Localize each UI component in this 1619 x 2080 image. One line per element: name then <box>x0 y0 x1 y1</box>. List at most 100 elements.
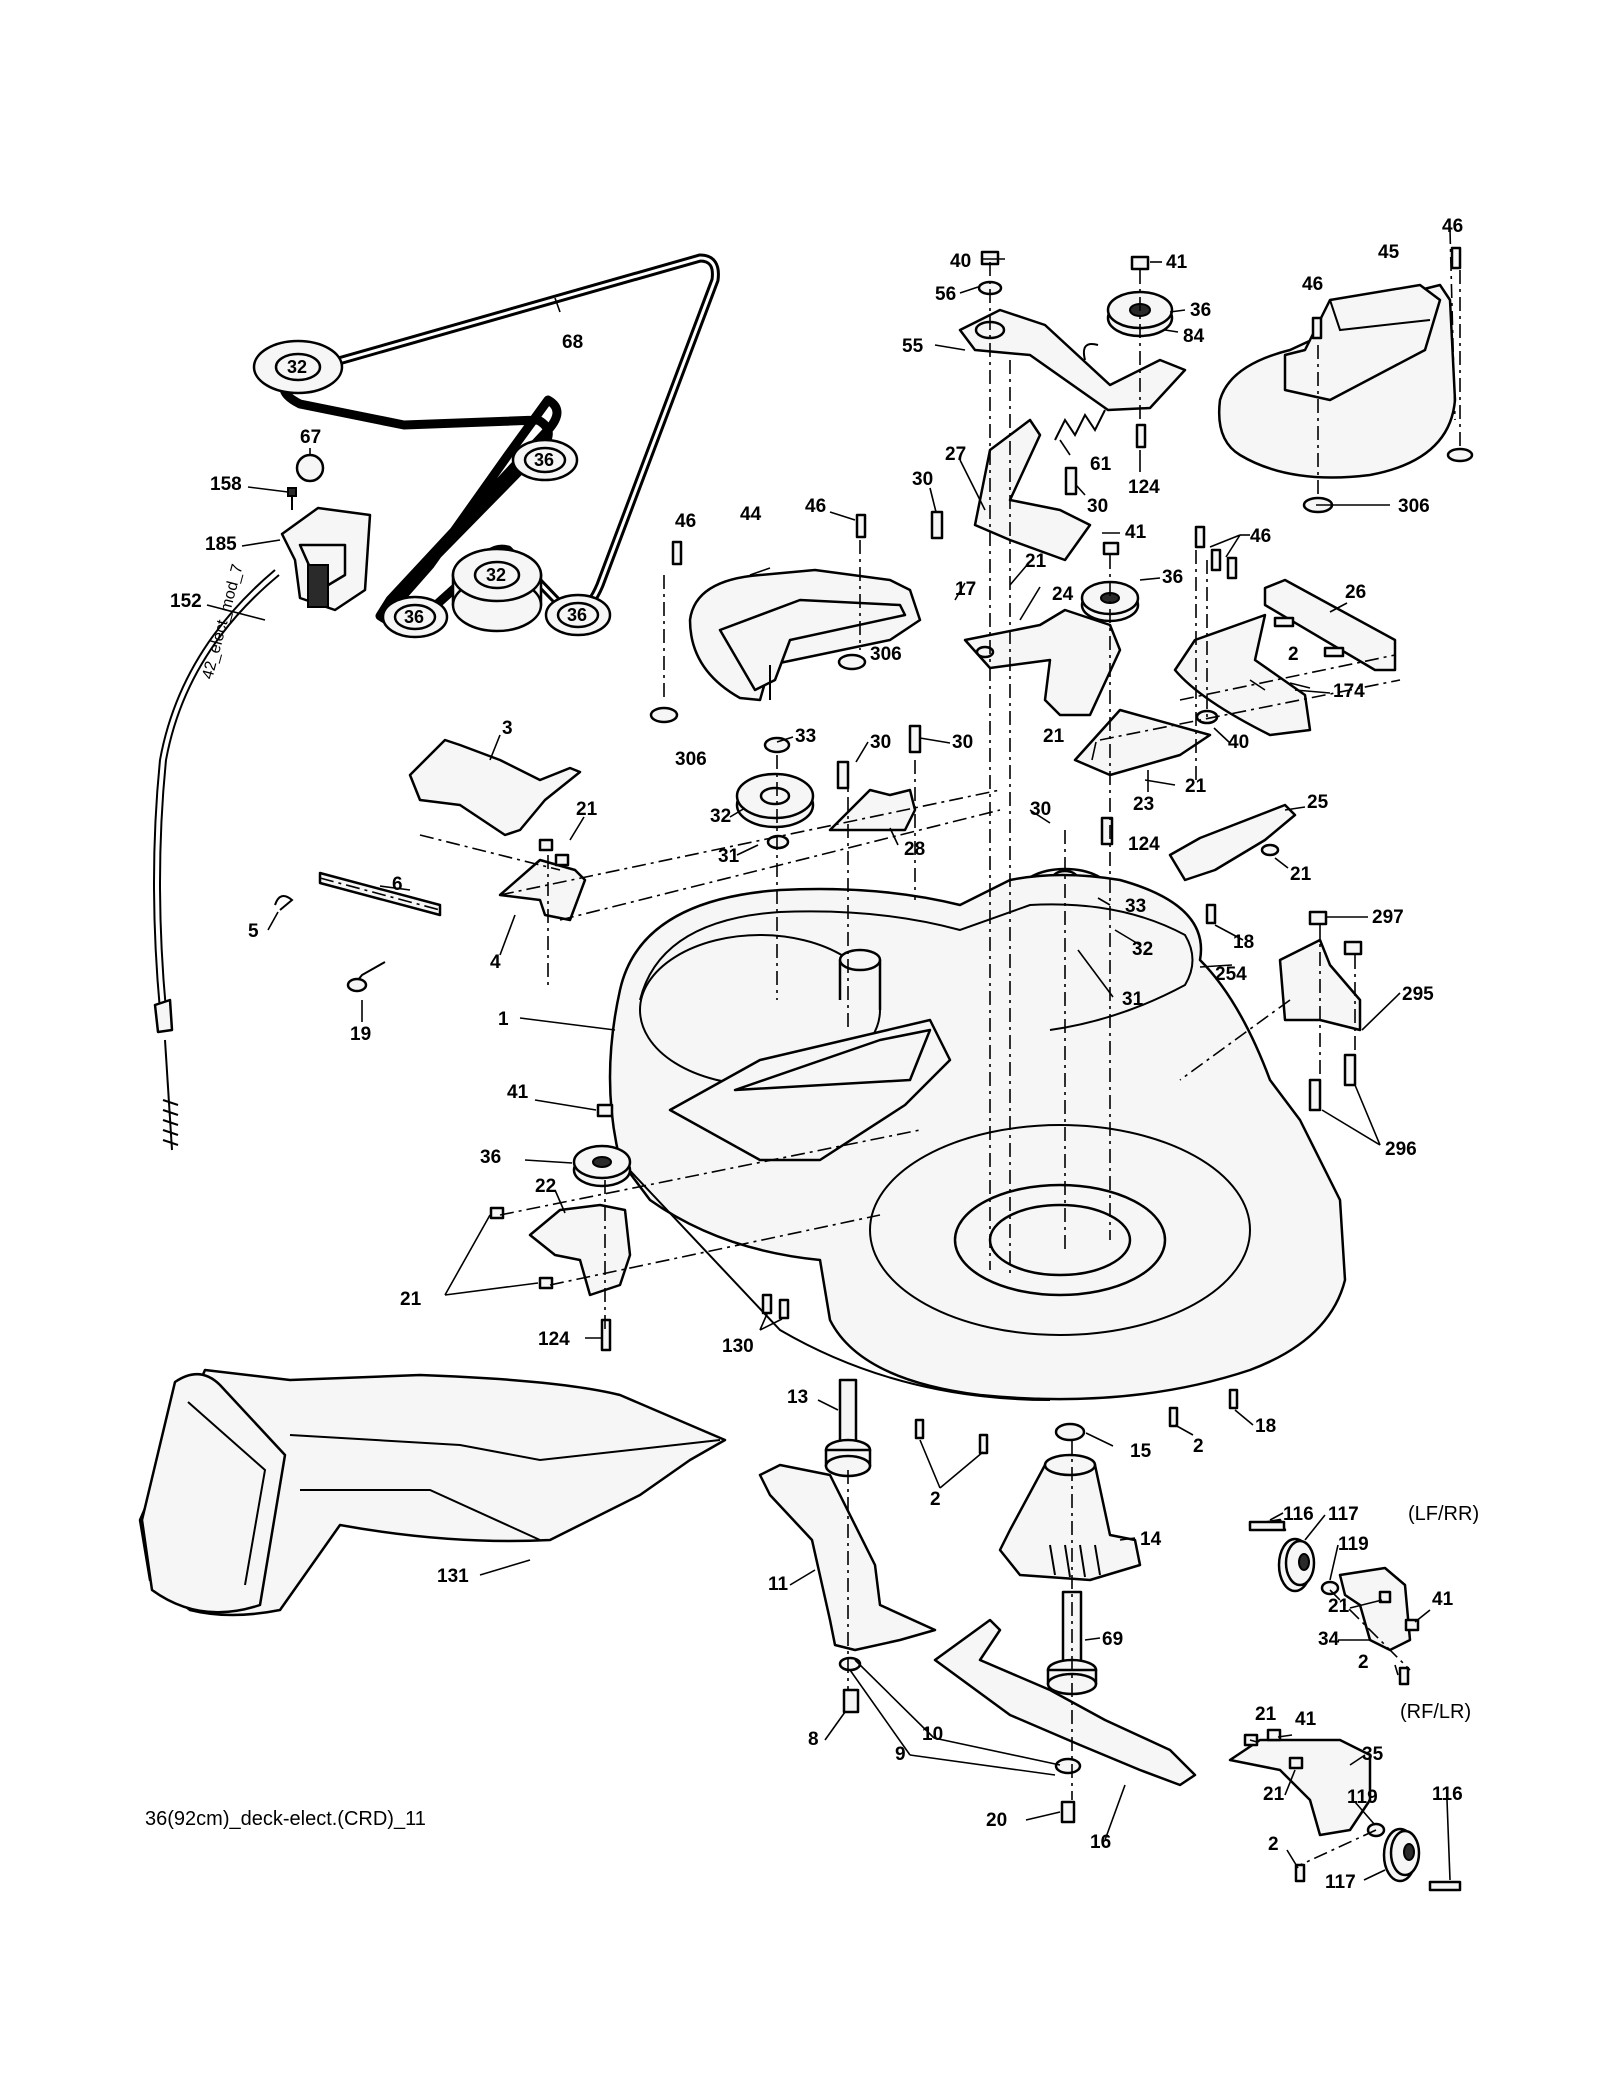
part-label: 21 <box>1255 1704 1277 1725</box>
part-label: 20 <box>986 1810 1007 1831</box>
bracket-26 <box>1263 578 1397 672</box>
bolts-296 <box>1308 1053 1357 1112</box>
knob-67 <box>295 453 325 483</box>
bearing-15 <box>1054 1422 1086 1442</box>
part-label: 30 <box>952 732 973 753</box>
part-label: 297 <box>1372 907 1404 928</box>
part-label: 119 <box>1347 1787 1378 1808</box>
part-label: 11 <box>768 1574 789 1595</box>
pulley-label: 36 <box>567 605 587 625</box>
belt-pulley-32-center: 32 <box>451 547 543 633</box>
part-label: 117 <box>1325 1872 1356 1893</box>
part-label: 116 <box>1432 1784 1463 1805</box>
part-label: 5 <box>248 921 259 942</box>
part-label: 55 <box>902 336 924 357</box>
part-label: 46 <box>675 511 696 532</box>
part-label: 30 <box>1030 799 1051 820</box>
idler-arm-24 <box>963 608 1122 717</box>
bolt-124-upper <box>1135 423 1147 449</box>
part-label: 2 <box>930 1489 941 1510</box>
part-label: 32 <box>1132 939 1153 960</box>
part-label: 9 <box>895 1744 906 1765</box>
part-label: 69 <box>1102 1629 1123 1650</box>
part-label: 46 <box>805 496 826 517</box>
spindle-13 <box>824 1378 872 1478</box>
bolt-124-lower <box>600 1318 612 1352</box>
part-label: 41 <box>507 1082 529 1103</box>
nut-41-mid <box>1102 541 1120 556</box>
pulley-36-lower <box>572 1144 632 1188</box>
screws-2-spindle <box>914 1388 1239 1455</box>
washer-10 <box>1054 1757 1082 1775</box>
bracket-28 <box>828 788 917 832</box>
bolt-20 <box>1060 1800 1076 1824</box>
part-label: 16 <box>1090 1832 1111 1853</box>
part-label: 18 <box>1255 1416 1276 1437</box>
part-label: 41 <box>1295 1709 1317 1730</box>
part-label: 18 <box>1233 932 1254 953</box>
part-label: 44 <box>740 504 762 525</box>
part-label: 21 <box>1025 551 1047 572</box>
leader-lines <box>206 258 1451 1881</box>
bolt-46-cover44-right <box>855 513 867 539</box>
spring-61 <box>1054 409 1106 441</box>
part-label: 19 <box>350 1024 371 1045</box>
nut-41-lower <box>596 1103 614 1118</box>
cable-label: 42_elect_mod_7 <box>199 562 246 681</box>
cable-152: 42_elect_mod_7 <box>153 562 280 1151</box>
bracket-4 <box>498 858 587 922</box>
bracket-23 <box>1073 708 1212 777</box>
part-label: 40 <box>950 251 971 272</box>
diagram-caption: 36(92cm)_deck-elect.(CRD)_11 <box>145 1808 426 1830</box>
part-label: 56 <box>935 284 956 305</box>
part-label: 306 <box>1398 496 1430 517</box>
nut-33-left <box>763 736 791 754</box>
mower-deck-1 <box>608 873 1347 1401</box>
pulley-32-left <box>735 772 815 829</box>
part-label: 21 <box>1290 864 1312 885</box>
gauge-wheel-lf-rr <box>1248 1518 1420 1686</box>
part-label: 6 <box>392 874 403 895</box>
pulley-label: 32 <box>287 357 307 377</box>
part-label: 33 <box>795 726 816 747</box>
belt-pulley-36-right: 36 <box>511 438 579 482</box>
bolt-46-cover-right <box>1450 246 1462 270</box>
part-label: 28 <box>904 839 925 860</box>
idler-arm-55 <box>958 308 1187 412</box>
part-label: 2 <box>1288 644 1299 665</box>
part-label: 21 <box>1043 726 1065 747</box>
part-label: 124 <box>1128 477 1160 498</box>
belt-cover-44 <box>688 568 922 702</box>
washer-306-cover44 <box>649 653 867 724</box>
part-label: 45 <box>1378 242 1400 263</box>
bolts-30 <box>930 466 1114 846</box>
link-rod-6 <box>318 871 442 917</box>
idler-bracket-27 <box>973 418 1092 562</box>
part-label: 26 <box>1345 582 1366 603</box>
shield-174 <box>1173 613 1312 737</box>
part-label: 21 <box>1185 776 1207 797</box>
part-label: 14 <box>1140 1529 1162 1550</box>
variant-label-rf-lr: (RF/LR) <box>1400 1701 1471 1723</box>
part-label: 117 <box>1328 1504 1359 1525</box>
belt-cover-45 <box>1218 229 1457 479</box>
part-label: 306 <box>870 644 902 665</box>
part-label: 158 <box>210 474 242 495</box>
part-label: 36 <box>1162 567 1183 588</box>
part-label: 67 <box>300 427 321 448</box>
clip-5 <box>274 895 294 911</box>
part-label: 152 <box>170 591 202 612</box>
part-label: 119 <box>1338 1534 1369 1555</box>
part-label: 8 <box>808 1729 819 1750</box>
spindle-housing-14 <box>998 1453 1142 1582</box>
part-label: 46 <box>1442 216 1463 237</box>
switch-bracket-185 <box>280 487 372 612</box>
part-label: 2 <box>1358 1652 1369 1673</box>
part-label: 4 <box>490 952 501 973</box>
part-label: 68 <box>562 332 583 353</box>
bolts-46-cluster <box>1194 525 1238 580</box>
discharge-chute-131 <box>138 1368 727 1617</box>
pulley-label: 32 <box>486 565 506 585</box>
part-label: 116 <box>1283 1504 1314 1525</box>
part-label: 13 <box>787 1387 808 1408</box>
